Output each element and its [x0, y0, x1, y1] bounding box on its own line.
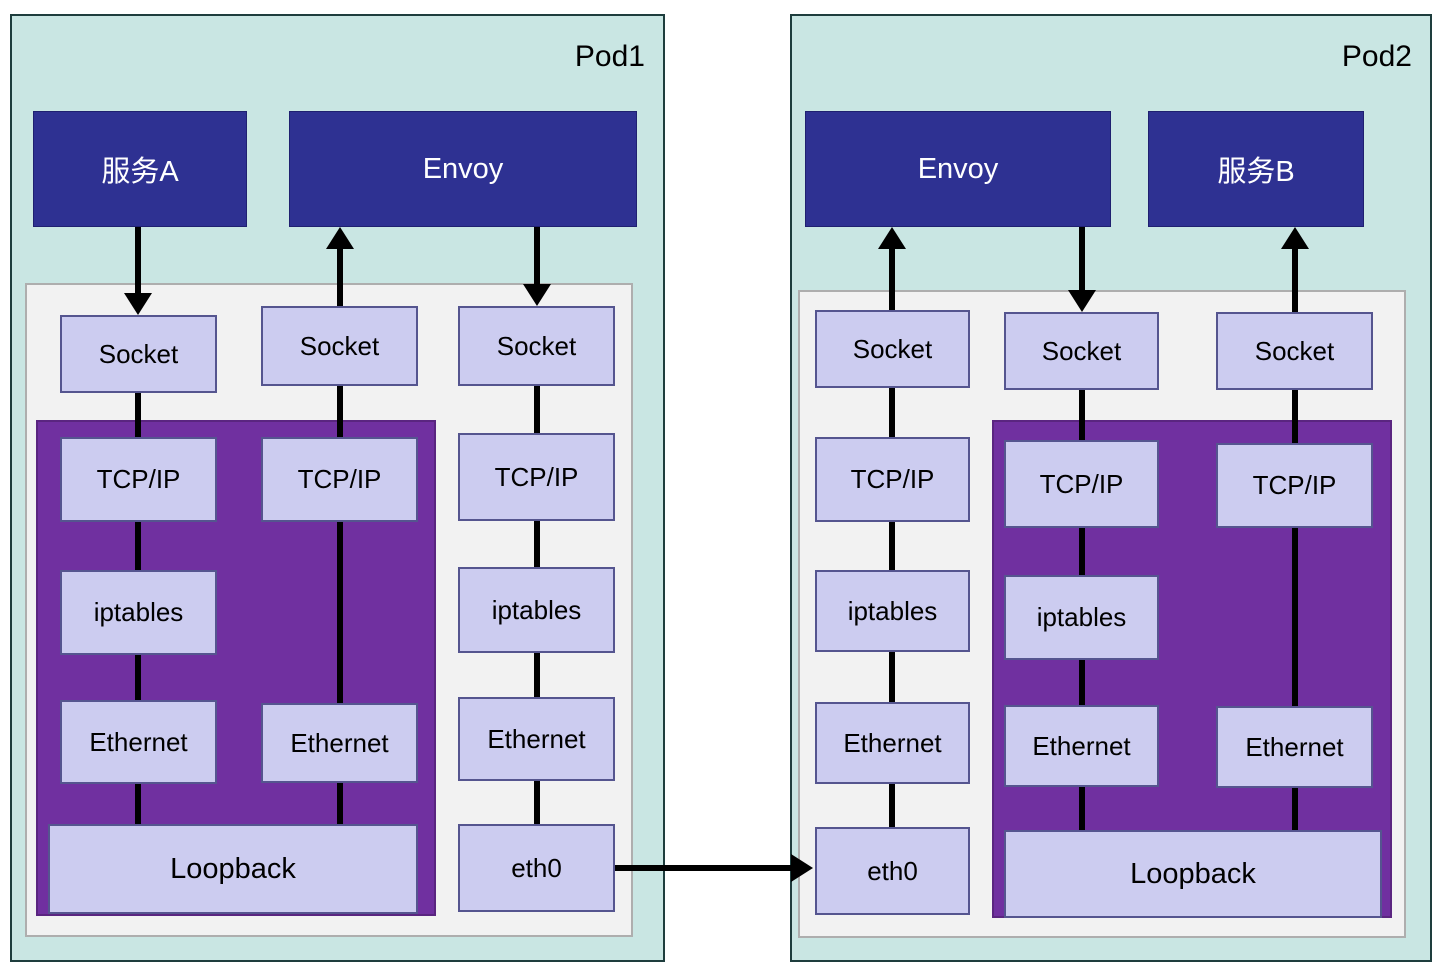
pod1-col1-connector-2 — [135, 522, 141, 570]
pod1-col3-connector-3 — [534, 653, 540, 697]
pod1-col1-iptables: iptables — [60, 570, 217, 655]
pod2-col3-socket: Socket — [1216, 312, 1373, 390]
pod1-col1-connector-3 — [135, 655, 141, 700]
pod2-col1-tcpip: TCP/IP — [815, 437, 970, 522]
pod2-arrow-to-envoy-up-line — [889, 247, 895, 310]
pod2-col1-connector-2 — [889, 522, 895, 570]
pod1-col3-connector-1 — [534, 386, 540, 433]
pod2-col1-ethernet: Ethernet — [815, 702, 970, 784]
pod2-col2-iptables: iptables — [1004, 575, 1159, 660]
pod2-col1-connector-4 — [889, 784, 895, 827]
pod1-col3-socket: Socket — [458, 306, 615, 386]
pod2-arrow-to-serviceb-up-line — [1292, 247, 1298, 312]
eth0-to-eth0-arrow-line — [615, 865, 793, 871]
pod1-col2-socket: Socket — [261, 306, 418, 386]
pod2-col3-ethernet: Ethernet — [1216, 706, 1373, 788]
pod1-arrow-envoy-down-line — [534, 227, 540, 286]
pod2-col3-connector-3 — [1292, 788, 1298, 830]
pod1-col2-tcpip: TCP/IP — [261, 437, 418, 522]
pod2-service-b-box: 服务B — [1148, 111, 1364, 227]
pod2-col2-connector-4 — [1079, 787, 1085, 830]
pod2-col1-iptables: iptables — [815, 570, 970, 652]
pod1-arrow-servicea-down-line — [135, 227, 141, 295]
pod1-col3-connector-4 — [534, 781, 540, 824]
pod1-arrow-servicea-down-head — [124, 293, 152, 315]
pod2-col2-ethernet: Ethernet — [1004, 705, 1159, 787]
eth0-to-eth0-arrow-head — [791, 854, 813, 882]
pod2-col2-socket: Socket — [1004, 312, 1159, 390]
pod1-col2-connector-1 — [337, 386, 343, 437]
pod2-col3-connector-2 — [1292, 528, 1298, 706]
pod2-col1-connector-1 — [889, 388, 895, 437]
pod1-col2-connector-2 — [337, 522, 343, 703]
pod1-col1-connector-4 — [135, 784, 141, 824]
pod1-col1-tcpip: TCP/IP — [60, 437, 217, 522]
pod1-arrow-to-envoy-up-head — [326, 227, 354, 249]
pod2-col2-connector-3 — [1079, 660, 1085, 705]
pod2-arrow-envoy-down-line — [1079, 227, 1085, 290]
pod1-col2-ethernet: Ethernet — [261, 703, 418, 783]
pod2-col3-tcpip: TCP/IP — [1216, 443, 1373, 528]
pod1-col3-tcpip: TCP/IP — [458, 433, 615, 521]
pod2-col3-connector-1 — [1292, 390, 1298, 443]
pod2-arrow-to-serviceb-up-head — [1281, 227, 1309, 249]
pod1-col2-connector-3 — [337, 783, 343, 824]
pod1-envoy-box: Envoy — [289, 111, 637, 227]
pod2-col1-connector-3 — [889, 652, 895, 702]
pod1-title: Pod1 — [574, 40, 645, 73]
pod2-envoy-box: Envoy — [805, 111, 1111, 227]
pod2-col2-tcpip: TCP/IP — [1004, 440, 1159, 528]
pod1-col1-connector-1 — [135, 393, 141, 437]
pod2-eth0: eth0 — [815, 827, 970, 915]
pod1-loopback: Loopback — [48, 824, 418, 914]
pod1-eth0: eth0 — [458, 824, 615, 912]
pod1-col1-ethernet: Ethernet — [60, 700, 217, 784]
pod2-arrow-envoy-down-head — [1068, 290, 1096, 312]
pod1-col3-connector-2 — [534, 521, 540, 567]
pod1-arrow-to-envoy-up-line — [337, 247, 343, 306]
pod2-loopback: Loopback — [1004, 830, 1382, 918]
pod1-col3-iptables: iptables — [458, 567, 615, 653]
pod2-col1-socket: Socket — [815, 310, 970, 388]
pod1-arrow-envoy-down-head — [523, 284, 551, 306]
pod1-col3-ethernet: Ethernet — [458, 697, 615, 781]
pod1-col1-socket: Socket — [60, 315, 217, 393]
pod2-arrow-to-envoy-up-head — [878, 227, 906, 249]
pod2-col2-connector-1 — [1079, 390, 1085, 440]
pod2-col2-connector-2 — [1079, 528, 1085, 575]
pod1-service-a-box: 服务A — [33, 111, 247, 227]
pod2-title: Pod2 — [1341, 40, 1412, 73]
